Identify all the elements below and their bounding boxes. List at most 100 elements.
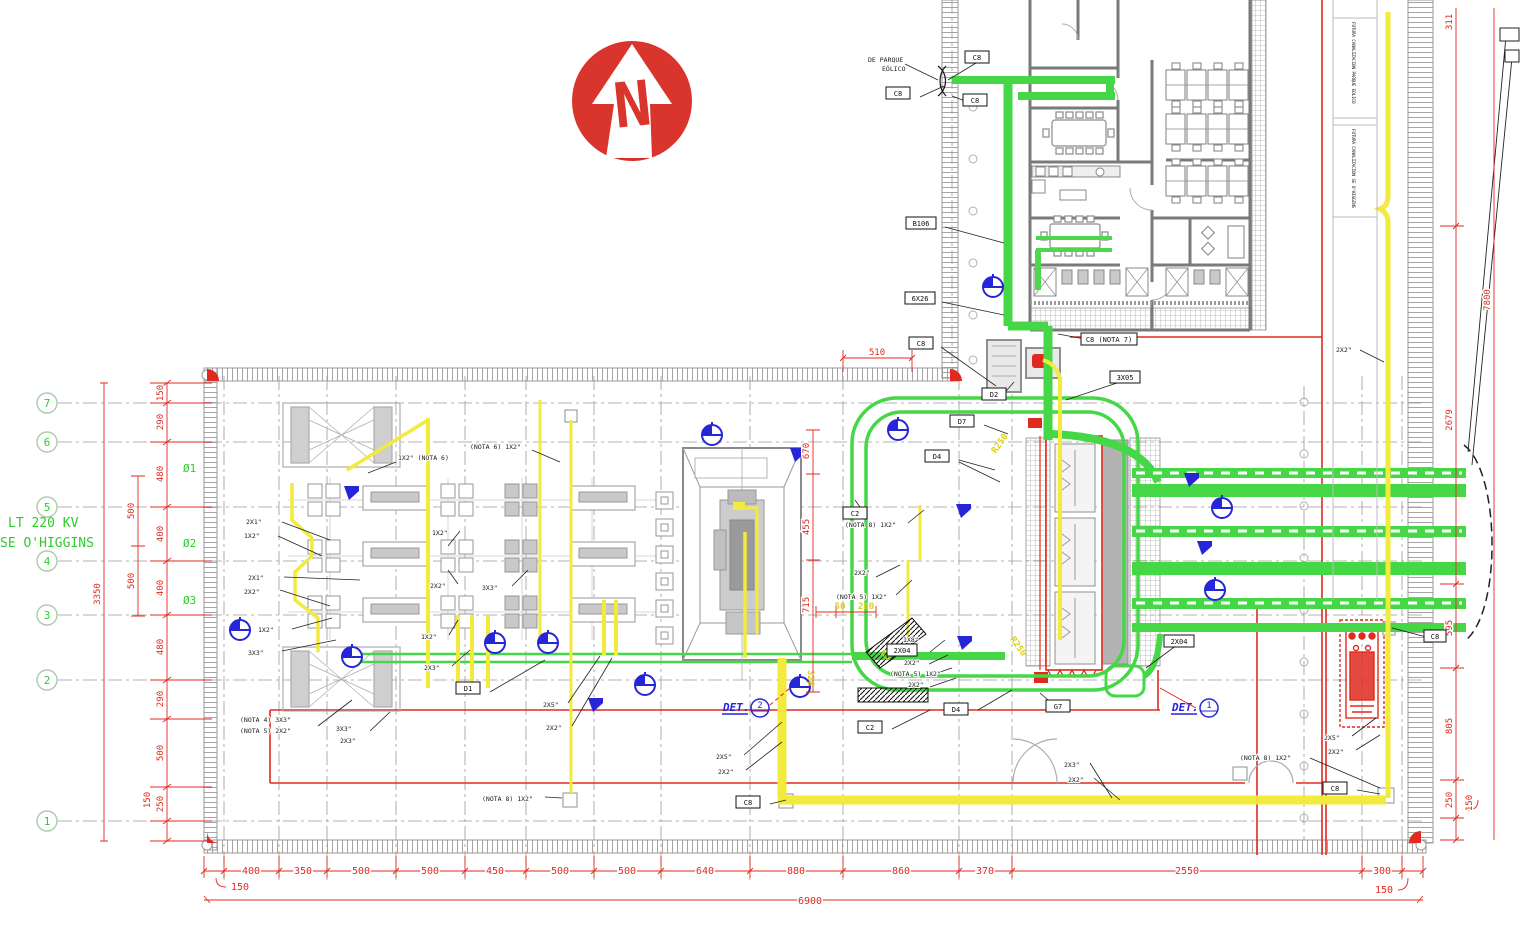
dim: 250 xyxy=(1445,792,1455,808)
dim: 805 xyxy=(1445,718,1455,734)
vertical-note-2: FUTURA CANALIZACION SE O'HIGGINS xyxy=(1350,129,1356,208)
dim: 150 xyxy=(156,385,166,401)
axis-bubble-5: 5 xyxy=(44,501,51,514)
callout: C8 xyxy=(744,799,752,807)
trench-dim: 200 xyxy=(858,602,874,612)
note: 2X2" xyxy=(244,588,260,596)
left-dimensions xyxy=(100,379,212,845)
dim: 311 xyxy=(1445,14,1455,30)
dim-total-right: 7800 xyxy=(1483,289,1493,311)
trench-dim: 50 xyxy=(835,602,846,612)
corner-marker-icon xyxy=(207,369,219,381)
detail-callout-2: DET. 2 xyxy=(722,687,791,718)
dim: 480 xyxy=(156,466,166,482)
callout: D4 xyxy=(933,453,941,461)
center-dimensions xyxy=(806,350,916,693)
note: 2X2" xyxy=(908,681,924,689)
callout: D2 xyxy=(990,391,998,399)
gate-swing-arcs xyxy=(1012,738,1294,784)
corner-marker-icon xyxy=(950,369,962,381)
building-conduit-green xyxy=(1035,236,1112,290)
dim: 670 xyxy=(802,443,812,459)
note: 2X3" xyxy=(424,664,440,672)
axis-bubble-1: 1 xyxy=(44,815,51,828)
note: 2X2" xyxy=(546,724,562,732)
dim: 480 xyxy=(156,639,166,655)
dim: 290 xyxy=(156,414,166,430)
dim: 500 xyxy=(551,866,569,877)
dim: 500 xyxy=(618,866,636,877)
dim: 595 xyxy=(1445,620,1455,636)
det1-number: 1 xyxy=(1206,701,1211,711)
revision-cloud xyxy=(1463,27,1520,641)
dim: 860 xyxy=(892,866,910,877)
note: 1X2" (NOTA 6) xyxy=(398,454,449,462)
dim: 640 xyxy=(696,866,714,877)
note: 2X1" xyxy=(248,574,264,582)
callout: 6X26 xyxy=(912,295,929,303)
north-letter: N xyxy=(610,66,655,143)
note: 2X2" xyxy=(904,659,920,667)
callout: C8 xyxy=(1331,785,1339,793)
survey-point-circles xyxy=(968,50,1309,823)
bathrooms xyxy=(1033,267,1249,297)
note: (NOTA 4) 3X3" xyxy=(240,716,291,724)
dim: 150 xyxy=(231,882,249,893)
offset-label: 320 xyxy=(805,670,815,686)
dim-total-left: 3350 xyxy=(93,583,103,605)
north-arrow: N xyxy=(572,41,692,161)
bottom-dimension-labels: 150 400 350 500 500 450 500 500 640 880 … xyxy=(229,865,1394,909)
note: 2X2" xyxy=(1336,346,1352,354)
axis-bubble-4: 4 xyxy=(44,555,51,568)
callout: D7 xyxy=(958,418,966,426)
note: 2X5" xyxy=(1324,734,1340,742)
manager-office xyxy=(1200,225,1245,259)
conduit-notes: 1X2" (NOTA 6) (NOTA 6) 1X2" 2X1" 1X2" 2X… xyxy=(239,345,1353,804)
callout: D4 xyxy=(952,706,960,714)
dim: 500 xyxy=(156,745,166,761)
feeder-label-1: DE PARQUE xyxy=(868,56,903,64)
kitchen-counter xyxy=(1031,165,1121,201)
callout: 2X04 xyxy=(894,647,911,655)
yellow-conduits xyxy=(290,12,1391,805)
dim: 400 xyxy=(156,580,166,596)
axis-bubble-7: 7 xyxy=(44,397,51,410)
note: (NOTA 8) 1X2" xyxy=(1240,754,1291,762)
note: 3X3" xyxy=(482,584,498,592)
radius-label: R250 xyxy=(1007,635,1028,659)
dim: 150 xyxy=(1465,795,1475,811)
dim: 400 xyxy=(242,866,260,877)
axis-bubble-2: 2 xyxy=(44,674,51,687)
dim: 510 xyxy=(869,348,885,358)
dim: 2550 xyxy=(1175,866,1199,877)
note: (NOTA 6) 1X2" xyxy=(470,443,521,451)
dim: 455 xyxy=(802,519,812,535)
note: 1X8" xyxy=(903,636,919,644)
dim: 500 xyxy=(421,866,439,877)
note: (NOTA 8) 1X2" xyxy=(482,795,533,803)
callout: C8 (NOTA 7) xyxy=(1086,336,1132,344)
callout: G7 xyxy=(1054,703,1062,711)
callout: C8 xyxy=(894,90,902,98)
callout-boxes: C8 C8 C8 B106 6X26 C8 C8 (NOTA 7) 3X05 D… xyxy=(455,50,1447,809)
line-label-1: LT 220 KV xyxy=(8,516,79,531)
axis-bubble-3: 3 xyxy=(44,609,51,622)
note: 2X2" xyxy=(854,569,870,577)
pullbox xyxy=(562,792,578,808)
det2-label: DET. xyxy=(722,701,750,714)
radius-label: R250 xyxy=(990,432,1011,456)
det1-label: DET. xyxy=(1171,701,1199,714)
dim: 500 xyxy=(127,503,137,519)
dim: 370 xyxy=(976,866,994,877)
dim: 350 xyxy=(294,866,312,877)
cable-trumpet-icon xyxy=(937,65,947,97)
pullbox xyxy=(1232,766,1248,781)
detail-callout-1: DET. 1 xyxy=(1159,687,1219,718)
note: (NOTA 5) 1X2" xyxy=(890,670,941,678)
dim: 290 xyxy=(156,691,166,707)
phase-2: Ø2 xyxy=(183,537,196,550)
callout: C8 xyxy=(1431,633,1439,641)
note: 2X2" xyxy=(430,582,446,590)
